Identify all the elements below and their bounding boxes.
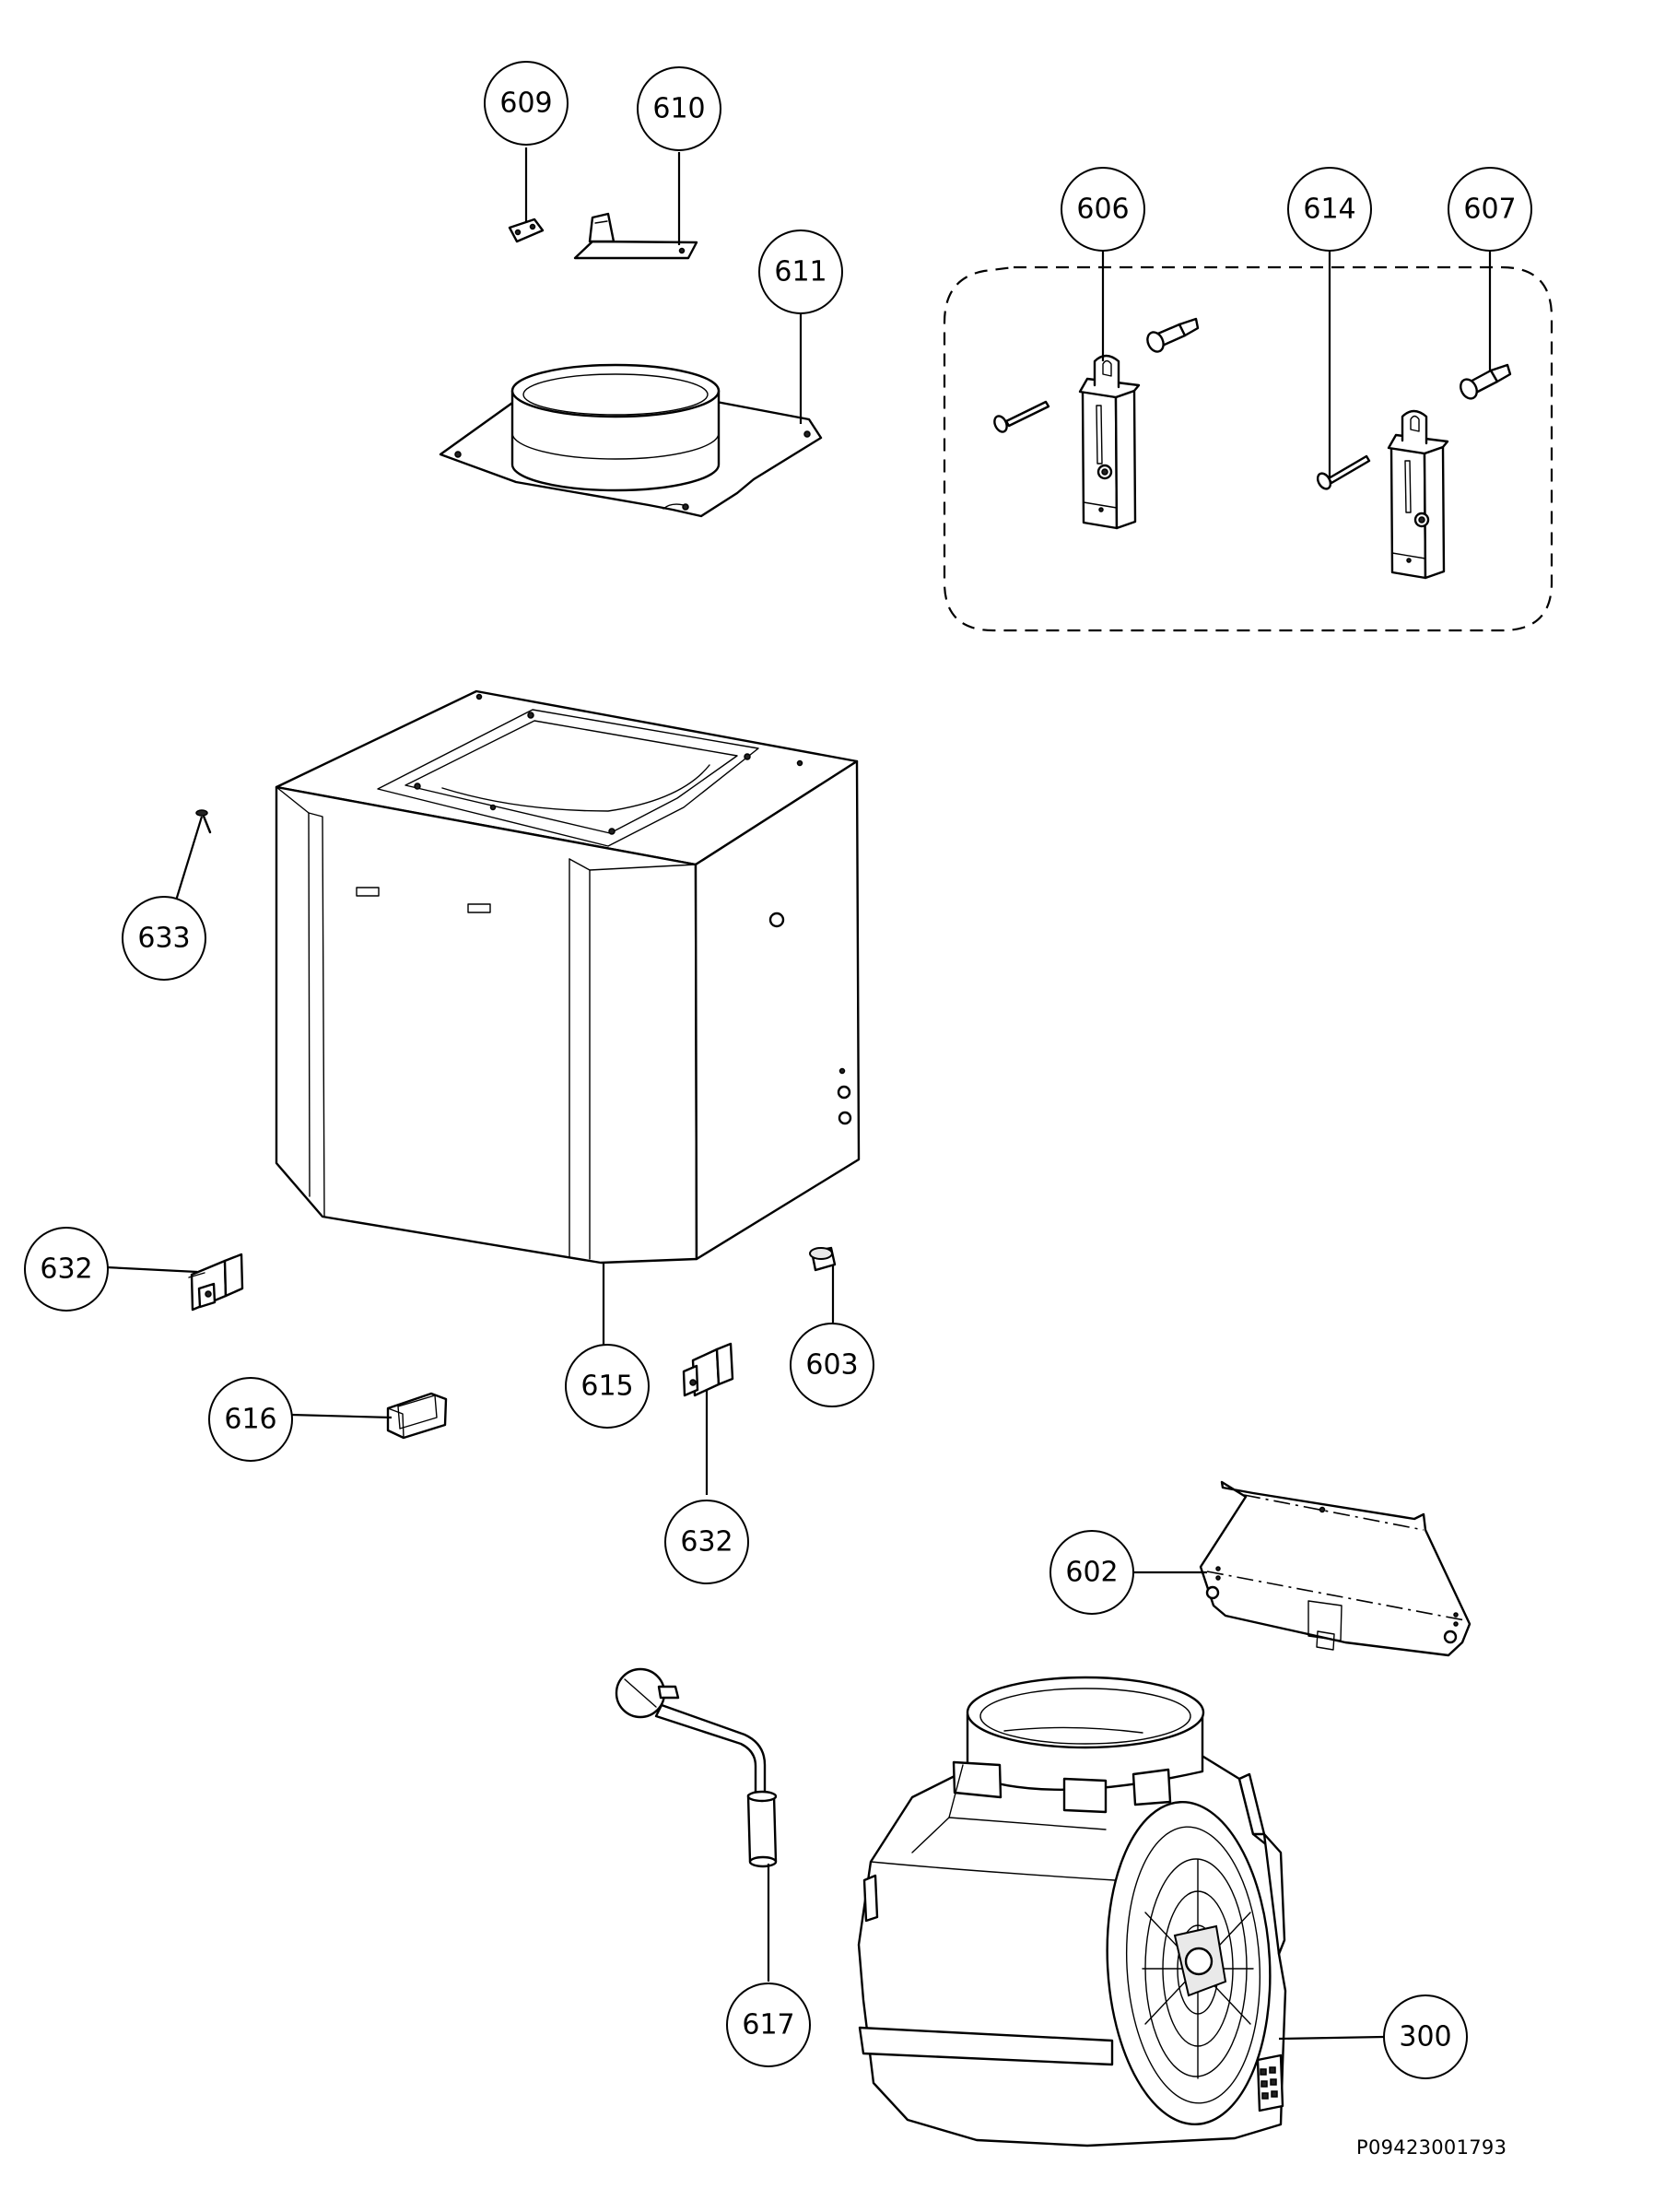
svg-text:632: 632 <box>40 1253 92 1286</box>
callout-633: 633 <box>122 896 206 981</box>
callout-602: 602 <box>1049 1530 1134 1615</box>
mounting-kit-group <box>943 265 1554 632</box>
callout-614: 614 <box>1287 167 1372 252</box>
callout-609: 609 <box>484 61 569 146</box>
callout-610: 610 <box>637 66 721 151</box>
part-616-clip <box>386 1392 448 1440</box>
callout-632-left: 632 <box>24 1227 109 1312</box>
part-603-cap <box>809 1246 837 1272</box>
svg-text:614: 614 <box>1303 194 1355 226</box>
callout-603: 603 <box>790 1323 874 1407</box>
svg-text:602: 602 <box>1065 1557 1118 1589</box>
leader-616 <box>290 1413 393 1419</box>
svg-text:300: 300 <box>1399 2021 1451 2053</box>
svg-text:607: 607 <box>1463 194 1516 226</box>
part-wall-bracket-right <box>1387 409 1449 580</box>
svg-text:617: 617 <box>742 2009 794 2041</box>
part-609-plate <box>508 218 545 243</box>
leader-633 <box>174 816 204 901</box>
part-610-bracket <box>573 212 698 260</box>
callout-632-right: 632 <box>664 1500 749 1584</box>
callout-300: 300 <box>1383 1994 1468 2079</box>
callout-617: 617 <box>726 1983 811 2067</box>
leader-300 <box>1278 2035 1385 2041</box>
part-615-housing <box>275 689 861 1265</box>
svg-text:633: 633 <box>137 923 190 955</box>
svg-text:609: 609 <box>499 88 552 120</box>
leader-lines <box>105 147 1492 2041</box>
svg-text:611: 611 <box>774 256 827 288</box>
part-607-wall-plug <box>1460 363 1512 400</box>
part-300-blower <box>857 1676 1287 2147</box>
part-611-flange-plate <box>439 363 823 518</box>
part-633-screw <box>195 809 212 834</box>
part-617-capacitor <box>615 1667 778 1868</box>
part-632-clip-left <box>188 1253 244 1312</box>
svg-text:632: 632 <box>680 1526 733 1559</box>
callout-606: 606 <box>1061 167 1145 252</box>
part-wall-plug-left <box>1146 317 1200 353</box>
svg-text:603: 603 <box>805 1349 858 1382</box>
part-606-wall-bracket <box>1078 354 1141 530</box>
svg-text:616: 616 <box>224 1404 276 1436</box>
leader-632-left <box>105 1265 198 1274</box>
part-614-screw <box>1316 454 1371 490</box>
part-screw-left <box>993 400 1050 433</box>
part-602-cover-plate <box>1199 1480 1472 1657</box>
callout-616: 616 <box>208 1377 293 1462</box>
callout-607: 607 <box>1448 167 1532 252</box>
drawing-code-label: P09423001793 <box>1356 2136 1507 2159</box>
callout-615: 615 <box>565 1344 650 1429</box>
part-632-clip-right <box>682 1342 734 1397</box>
svg-text:606: 606 <box>1076 194 1129 226</box>
callout-611: 611 <box>758 229 843 314</box>
svg-text:610: 610 <box>652 93 705 125</box>
svg-text:615: 615 <box>580 1371 633 1403</box>
